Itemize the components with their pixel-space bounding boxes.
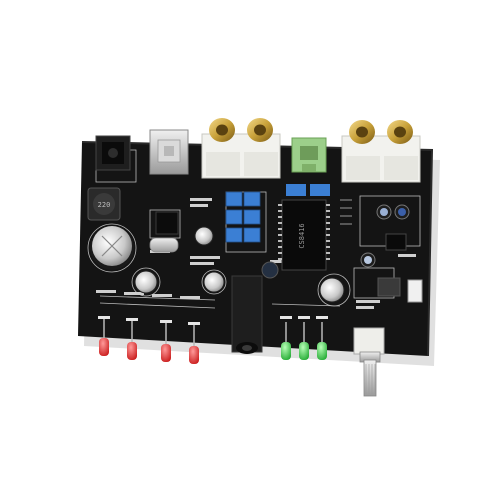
red-led-group	[98, 316, 200, 364]
rca-jack-pair-left	[201, 118, 281, 179]
red-led	[99, 338, 109, 356]
board-edge	[81, 141, 434, 357]
green-led-group	[280, 316, 328, 360]
inductor-marking: 220	[98, 201, 111, 209]
chip-marking: CS8416	[298, 223, 306, 248]
small-capacitors-right	[360, 204, 410, 268]
green-led	[281, 342, 291, 360]
medium-capacitors	[134, 226, 345, 303]
green-led	[299, 342, 309, 360]
dc-power-jack	[95, 135, 131, 171]
blue-connector-blocks	[286, 184, 330, 196]
usb-controller-chip	[155, 211, 179, 235]
large-capacitor	[90, 226, 134, 270]
green-led	[317, 342, 327, 360]
receiver-chip: CS8416	[278, 199, 330, 271]
optical-jack	[291, 137, 327, 173]
volume-potentiometer	[353, 327, 385, 397]
crystal-oscillator	[149, 237, 179, 253]
pin-header	[377, 277, 423, 303]
headphone-jack	[231, 275, 263, 354]
usb-connector	[149, 129, 189, 175]
red-led	[127, 342, 137, 360]
red-led	[189, 346, 199, 364]
trimmer-pots	[225, 191, 261, 243]
opamp-chip	[385, 233, 407, 251]
rca-jack-pair-right	[341, 120, 421, 183]
red-led	[161, 344, 171, 362]
power-inductor: 220	[87, 187, 121, 221]
